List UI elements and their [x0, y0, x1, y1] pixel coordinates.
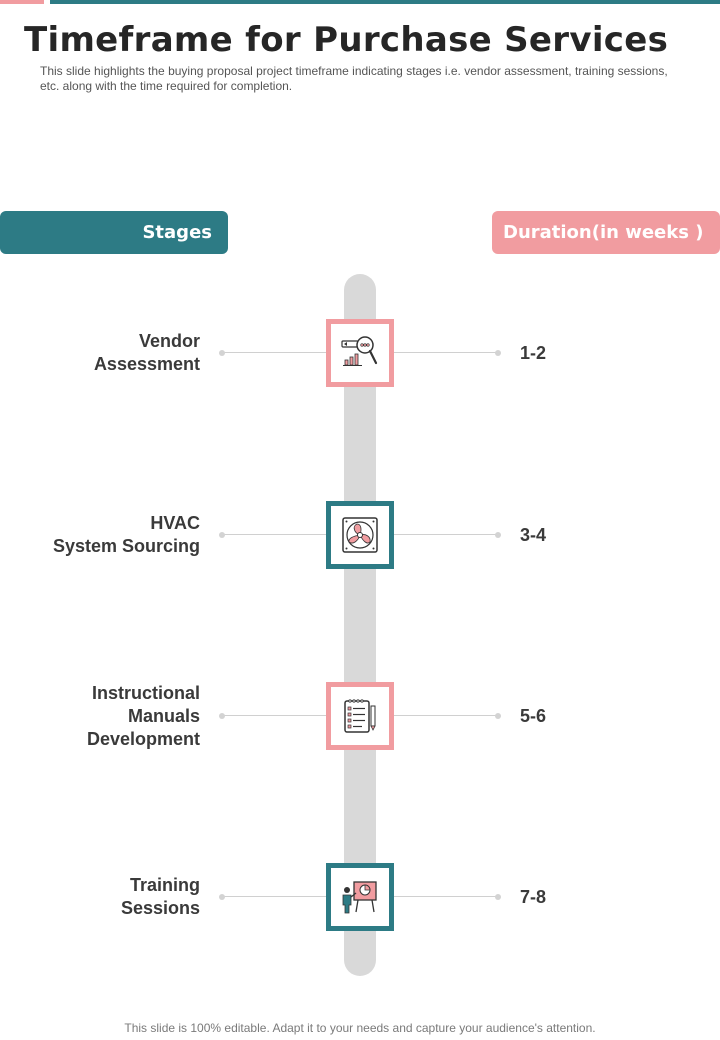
connector-line	[394, 896, 498, 897]
connector-dot	[219, 894, 225, 900]
stage-label: HVAC System Sourcing	[52, 513, 200, 556]
fan-icon	[342, 517, 378, 553]
stage-icon-frame	[326, 501, 394, 569]
footer-note: This slide is 100% editable. Adapt it to…	[124, 1021, 596, 1035]
connector-dot	[219, 532, 225, 538]
duration-value: 5-6	[520, 706, 547, 726]
connector-dot	[495, 713, 501, 719]
connector-line	[222, 352, 326, 353]
checklist-icon	[344, 699, 376, 733]
stage-icon-frame	[326, 682, 394, 750]
duration-header-label: Duration(in weeks )	[503, 222, 704, 243]
duration-header: Duration(in weeks )	[492, 211, 720, 254]
connector-dot	[219, 713, 225, 719]
stage-icon-frame	[326, 863, 394, 931]
page-subtitle: This slide highlights the buying proposa…	[40, 64, 668, 93]
top-accent-pink	[0, 0, 44, 4]
page-title: Timeframe for Purchase Services	[24, 20, 669, 60]
connector-line	[222, 534, 326, 535]
connector-dot	[219, 350, 225, 356]
connector-line	[222, 896, 326, 897]
top-accent-teal	[50, 0, 720, 4]
duration-value: 1-2	[520, 343, 547, 363]
connector-line	[394, 715, 498, 716]
magnifier-chart-icon	[341, 336, 378, 366]
stage-icon-frame	[326, 319, 394, 387]
connector-dot	[495, 350, 501, 356]
stage-label: Vendor Assessment	[93, 331, 200, 374]
connector-dot	[495, 532, 501, 538]
stages-header: Stages	[0, 211, 228, 254]
presentation-icon	[342, 881, 377, 914]
timeline-track	[344, 274, 376, 976]
duration-value: 3-4	[520, 525, 547, 545]
connector-line	[394, 352, 498, 353]
duration-value: 7-8	[520, 887, 547, 907]
connector-line	[394, 534, 498, 535]
connector-line	[222, 715, 326, 716]
stage-label: Instructional Manuals Development	[86, 683, 200, 749]
connector-dot	[495, 894, 501, 900]
stage-label: Training Sessions	[120, 875, 200, 918]
stages-header-label: Stages	[142, 222, 212, 243]
